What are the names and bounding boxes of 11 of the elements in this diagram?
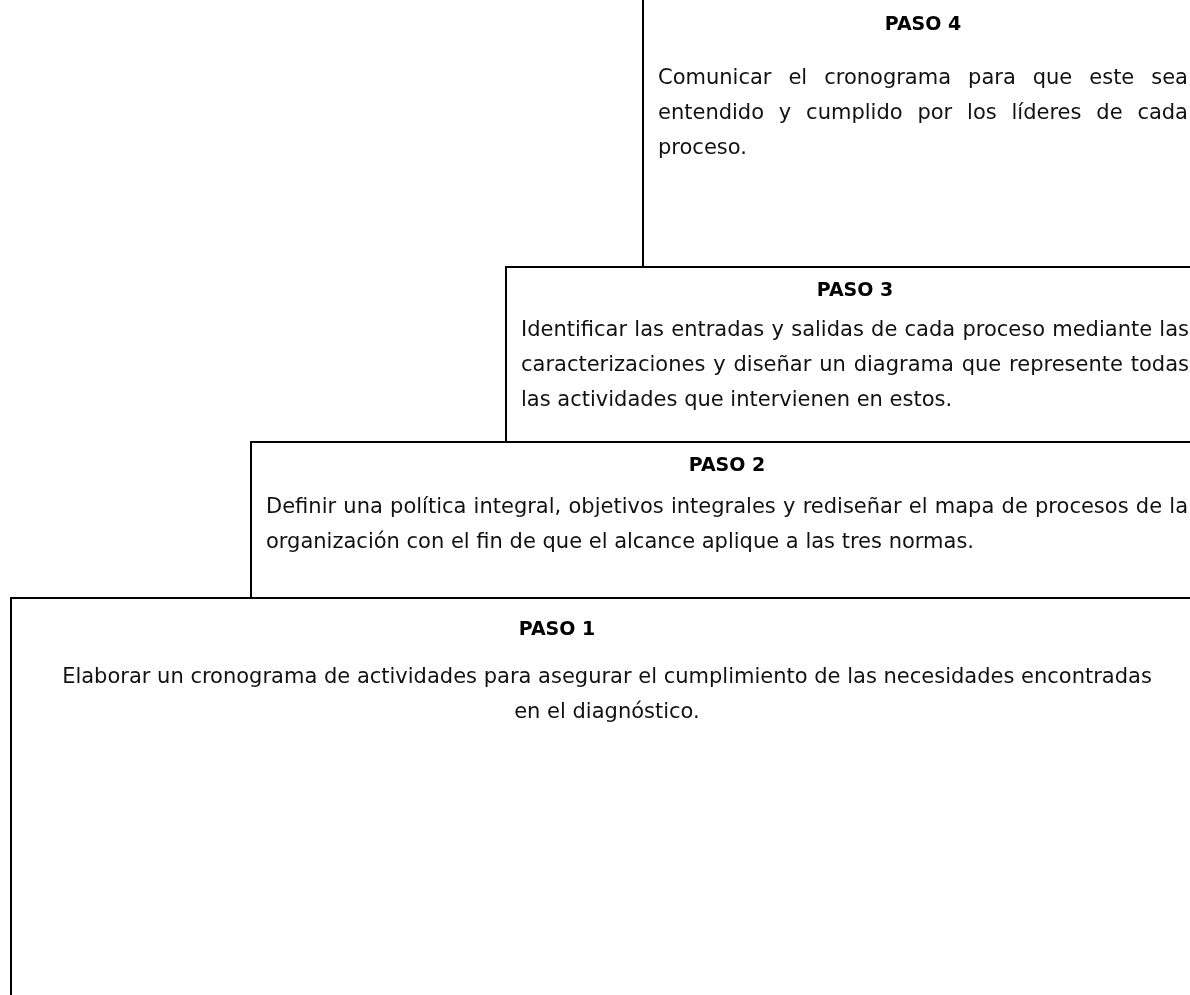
step-heading: PASO 4 [883, 12, 963, 34]
step-heading: PASO 1 [517, 617, 597, 639]
step-box [505, 266, 1190, 444]
step-heading: PASO 3 [815, 278, 895, 300]
step-text: Comunicar el cronograma para que este sea entendido y cumplido por los líderes de cada proceso. [658, 64, 1188, 161]
step-text: Elaborar un cronograma de actividades para asegurar el cumplimiento de las necesidades encontradas en el diagnóstico. [61, 663, 1153, 725]
step-box [10, 597, 1190, 995]
step-text: Definir una política integral, objetivos integrales y rediseñar el mapa de procesos de la organización con el fin de que el alcance aplique a las tres normas. [266, 493, 1188, 555]
step-text: Identificar las entradas y salidas de cada proceso mediante las caracterizaciones y diseñar un diagrama que represente todas las actividades que intervienen en estos. [521, 316, 1189, 413]
step-box [250, 441, 1190, 600]
step-heading: PASO 2 [687, 453, 767, 475]
